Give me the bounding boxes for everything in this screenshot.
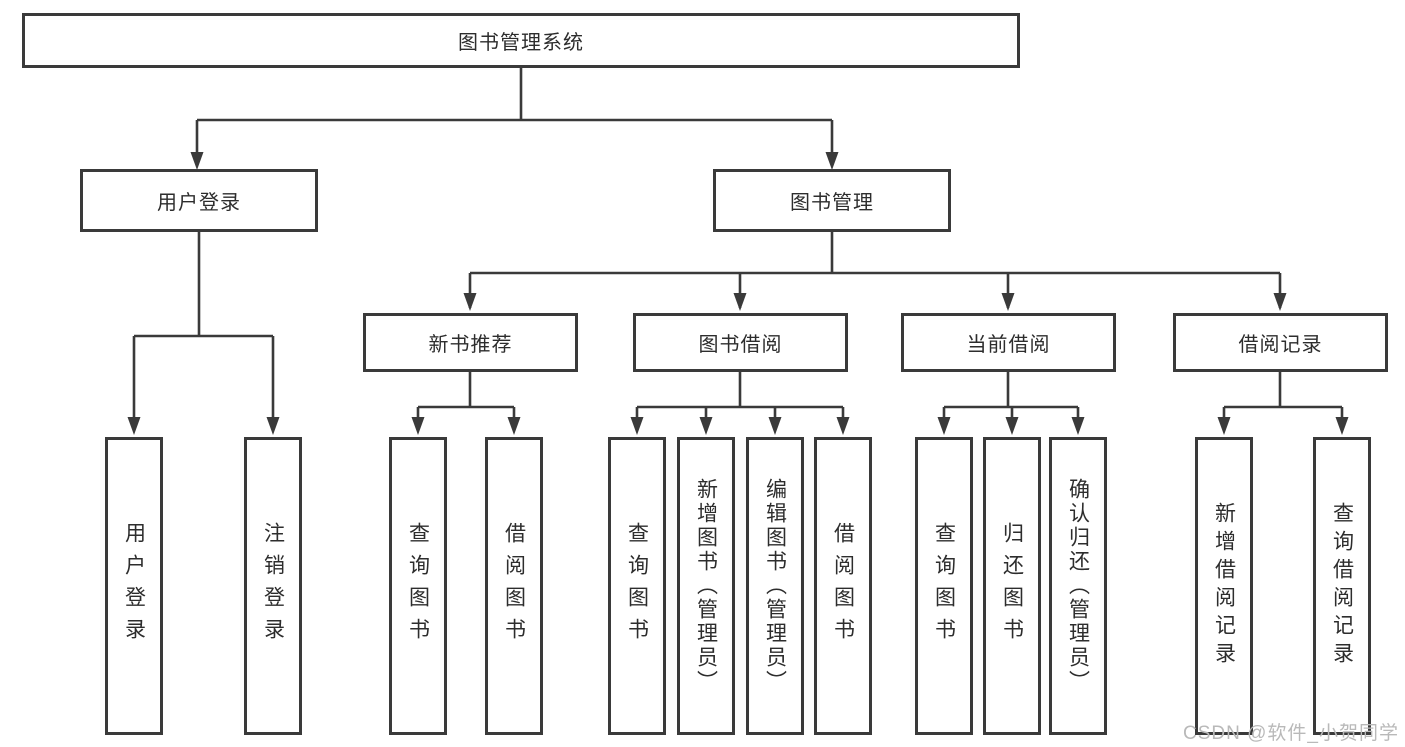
node-label: 查询图书: [406, 522, 430, 650]
node-label: 查询图书: [625, 522, 649, 650]
node-label: 新增借阅记录: [1212, 502, 1236, 670]
leaf-add-borrow-record: 新增借阅记录: [1195, 437, 1253, 735]
node-label: 图书管理系统: [458, 32, 584, 54]
node-label: 新书推荐: [428, 334, 513, 356]
node-label: 注销登录: [261, 522, 285, 650]
node-label: 用户登录: [122, 522, 146, 650]
node-label: 借阅图书: [502, 522, 526, 650]
node-label: 借阅记录: [1238, 334, 1323, 356]
leaf-query-borrow-record: 查询借阅记录: [1313, 437, 1371, 735]
node-label: 确认归还（管理员）: [1066, 478, 1090, 694]
node-label: 查询借阅记录: [1330, 502, 1354, 670]
node-label: 查询图书: [932, 522, 956, 650]
node-book-borrow: 图书借阅: [633, 313, 848, 372]
node-library-management-system: 图书管理系统: [22, 13, 1020, 68]
node-label: 用户登录: [157, 192, 241, 214]
leaf-user-login: 用户登录: [105, 437, 163, 735]
node-label: 编辑图书（管理员）: [763, 478, 787, 694]
node-label: 新增图书（管理员）: [694, 478, 718, 694]
node-label: 归还图书: [1000, 522, 1024, 650]
node-label: 图书管理: [790, 192, 874, 214]
leaf-query-books-recommend: 查询图书: [389, 437, 447, 735]
leaf-return-books: 归还图书: [983, 437, 1041, 735]
leaf-confirm-return-admin: 确认归还（管理员）: [1049, 437, 1107, 735]
csdn-watermark: CSDN @软件_小贺同学: [1183, 723, 1399, 744]
node-current-borrow: 当前借阅: [901, 313, 1116, 372]
leaf-logout: 注销登录: [244, 437, 302, 735]
arrowheads: [127, 152, 1349, 435]
node-book-management: 图书管理: [713, 169, 951, 232]
leaf-borrow-books-recommend: 借阅图书: [485, 437, 543, 735]
node-label: 图书借阅: [698, 334, 783, 356]
node-label: 借阅图书: [831, 522, 855, 650]
leaf-query-books: 查询图书: [608, 437, 666, 735]
leaf-add-books-admin: 新增图书（管理员）: [677, 437, 735, 735]
leaf-query-books-current: 查询图书: [915, 437, 973, 735]
node-borrow-record: 借阅记录: [1173, 313, 1388, 372]
leaf-edit-books-admin: 编辑图书（管理员）: [746, 437, 804, 735]
node-label: 当前借阅: [966, 334, 1051, 356]
node-user-login: 用户登录: [80, 169, 318, 232]
leaf-borrow-books: 借阅图书: [814, 437, 872, 735]
node-new-book-recommend: 新书推荐: [363, 313, 578, 372]
